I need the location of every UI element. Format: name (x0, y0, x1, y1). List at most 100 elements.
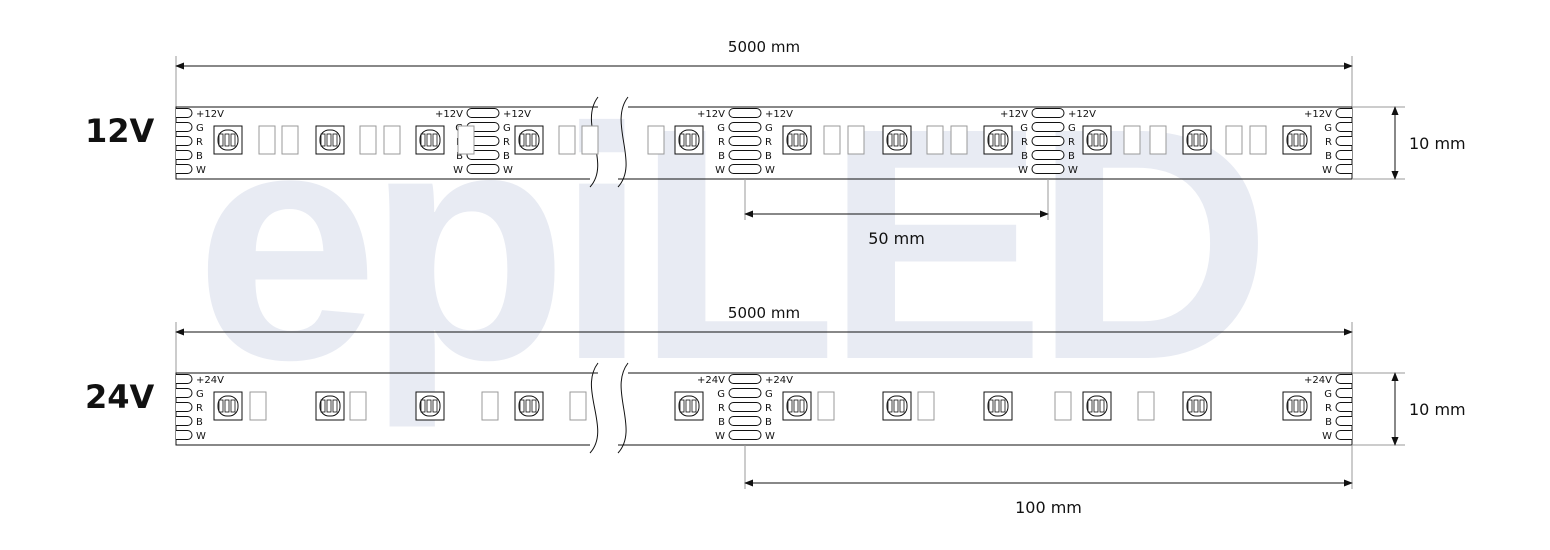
pad-label: W (453, 165, 463, 176)
led-die (432, 399, 438, 413)
voltage-label-24v: 24V (85, 378, 155, 416)
led-die (1199, 399, 1205, 413)
led-die (1199, 133, 1205, 147)
solder-pad (1335, 150, 1352, 160)
pad-label: G (1020, 123, 1028, 134)
rgbw-led (315, 391, 345, 421)
led-die (988, 133, 994, 147)
led-die (1287, 399, 1293, 413)
rgbw-led (1282, 125, 1312, 155)
cut-length-label: 50 mm (868, 229, 925, 248)
pad-label: G (503, 123, 511, 134)
solder-pad (176, 430, 193, 440)
pad-label: R (1325, 137, 1332, 148)
break-mark (617, 96, 629, 188)
led-die (1000, 133, 1006, 147)
rgbw-led (514, 125, 544, 155)
led-die (332, 399, 338, 413)
resistor-chip (1225, 125, 1243, 155)
resistor-chip (558, 125, 576, 155)
pad-label: +12V (1304, 109, 1332, 120)
pad-label: +12V (435, 109, 463, 120)
pad-label: +12V (196, 109, 224, 120)
pad-label: G (196, 123, 204, 134)
pad-label: B (1325, 151, 1332, 162)
solder-pad (1335, 122, 1352, 132)
led-die (793, 133, 799, 147)
resistor-chip (647, 125, 665, 155)
solder-pad (728, 122, 762, 132)
pad-label: R (503, 137, 510, 148)
pad-label: R (1021, 137, 1028, 148)
pad-label: W (715, 165, 725, 176)
rgbw-led (315, 125, 345, 155)
resistor-chip (258, 125, 276, 155)
solder-pad (1335, 374, 1352, 384)
pad-label: W (196, 165, 206, 176)
rgbw-led (983, 125, 1013, 155)
resistor-chip (457, 125, 475, 155)
resistor-chip (917, 391, 935, 421)
rgbw-led (1282, 391, 1312, 421)
led-die (1187, 133, 1193, 147)
solder-pad (1335, 416, 1352, 426)
pad-label: B (718, 417, 725, 428)
pad-label: +12V (765, 109, 793, 120)
pad-label: +12V (1000, 109, 1028, 120)
led-die (230, 399, 236, 413)
pad-label: W (1018, 165, 1028, 176)
resistor-chip (823, 125, 841, 155)
pad-label: W (765, 431, 775, 442)
rgbw-led (1082, 391, 1112, 421)
led-die (899, 399, 905, 413)
led-die (326, 133, 332, 147)
led-die (230, 133, 236, 147)
led-die (320, 399, 326, 413)
solder-pad (466, 150, 500, 160)
led-die (1299, 133, 1305, 147)
pad-label: B (765, 417, 772, 428)
led-die (224, 399, 230, 413)
resistor-chip (926, 125, 944, 155)
solder-pad (728, 416, 762, 426)
led-die (988, 399, 994, 413)
resistor-chip (1054, 391, 1072, 421)
pad-label: G (1324, 389, 1332, 400)
pad-label: B (196, 417, 203, 428)
pad-label: R (718, 403, 725, 414)
led-die (1087, 133, 1093, 147)
pad-label: +24V (697, 375, 725, 386)
pad-label: +12V (503, 109, 531, 120)
led-die (799, 133, 805, 147)
cut-length-label: 100 mm (1015, 498, 1082, 517)
solder-pad (1031, 136, 1065, 146)
solder-pad (1335, 388, 1352, 398)
led-die (420, 133, 426, 147)
solder-pad (176, 136, 193, 146)
pad-label: +24V (196, 375, 224, 386)
pad-label: G (765, 389, 773, 400)
solder-pad (176, 388, 193, 398)
watermark-logo: epiLED (195, 59, 1260, 430)
rgbw-led (782, 391, 812, 421)
led-die (218, 133, 224, 147)
pad-label: B (765, 151, 772, 162)
pad-label: W (1322, 165, 1332, 176)
led-die (1087, 399, 1093, 413)
led-die (420, 399, 426, 413)
solder-pad (1335, 136, 1352, 146)
solder-pad (176, 402, 193, 412)
solder-pad (728, 430, 762, 440)
rgbw-led (983, 391, 1013, 421)
led-die (1287, 133, 1293, 147)
pad-label: G (765, 123, 773, 134)
pad-label: W (503, 165, 513, 176)
break-mark (589, 362, 599, 454)
solder-pad (728, 150, 762, 160)
led-die (691, 133, 697, 147)
rgbw-led (1182, 391, 1212, 421)
rgbw-led (213, 125, 243, 155)
resistor-chip (847, 125, 865, 155)
break-mark (617, 362, 629, 454)
resistor-chip (1123, 125, 1141, 155)
